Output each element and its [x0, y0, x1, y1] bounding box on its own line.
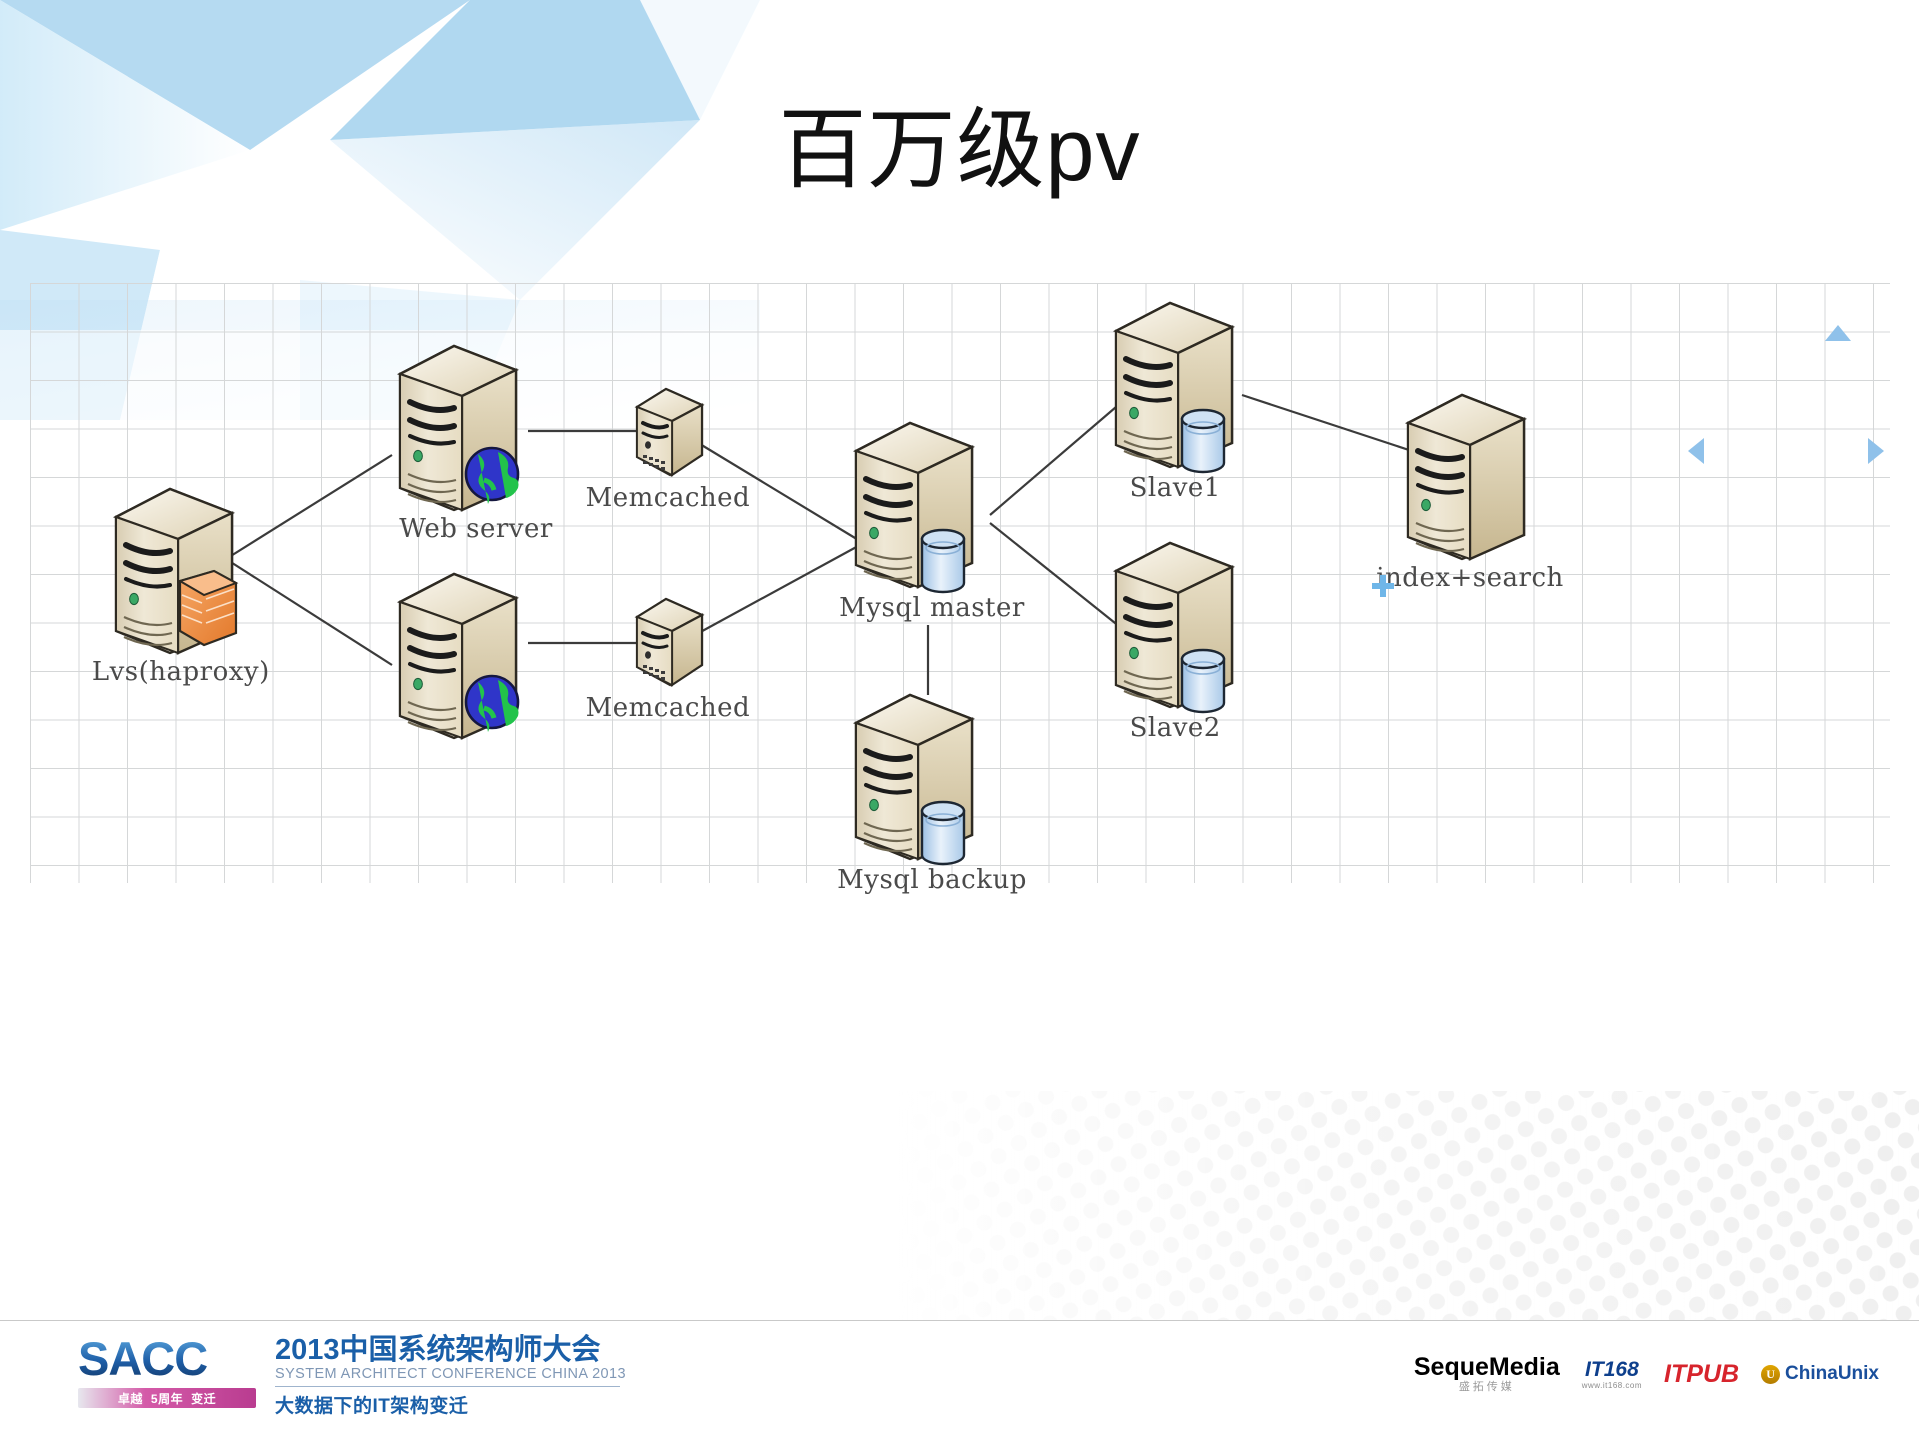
slide-title-cjk: 百万级 — [778, 98, 1046, 201]
node-slave1-label: Slave1 — [1129, 473, 1221, 503]
ribbon-mid-text: 5周年 — [150, 1391, 184, 1406]
node-lvs-label: Lvs(haproxy) — [91, 657, 270, 687]
ribbon-right-text: 变迁 — [191, 1391, 217, 1406]
node-memcached-2[interactable]: Memcached — [586, 593, 750, 723]
conference-subtitle: 大数据下的IT架构变迁 — [275, 1396, 469, 1418]
node-mysql-backup-label: Mysql backup — [837, 865, 1027, 895]
conference-title-cn: 2013中国系统架构师大会 — [275, 1334, 601, 1366]
database-cylinder-icon — [920, 528, 966, 594]
it168-url: www.it168.com — [1581, 1380, 1643, 1390]
pan-up-arrow-icon[interactable] — [1825, 325, 1851, 341]
conference-title-block: 2013中国系统架构师大会 SYSTEM ARCHITECT CONFERENC… — [275, 1335, 626, 1418]
sacc-anniversary-ribbon: 卓越 5周年 变迁 — [78, 1388, 256, 1408]
sacc-logo: SACC 卓越 5周年 变迁 — [78, 1335, 258, 1423]
sacc-logo-word: SACC — [78, 1335, 258, 1382]
node-index-search-label: index+search — [1376, 563, 1564, 593]
sequemedia-wordmark: SequeMedia — [1413, 1353, 1560, 1381]
node-memcached-1-label: Memcached — [585, 483, 751, 513]
footer-divider — [0, 1320, 1919, 1321]
node-mysql-master[interactable]: Mysql master — [839, 415, 1024, 623]
chinaunix-wordmark: ChinaUnix — [1785, 1363, 1879, 1384]
ribbon-left-text: 卓越 — [117, 1391, 143, 1406]
database-cylinder-icon — [1180, 648, 1226, 714]
footer: SACC 卓越 5周年 变迁 2013中国系统架构师大会 SYSTEM ARCH… — [0, 1321, 1919, 1439]
chinaunix-badge-icon: U — [1761, 1364, 1781, 1384]
node-web-server-label: Web server — [399, 514, 553, 544]
node-mysql-backup[interactable]: Mysql backup — [837, 687, 1026, 895]
firewall-icon — [177, 569, 239, 647]
database-cylinder-icon — [920, 800, 966, 866]
node-mysql-master-label: Mysql master — [839, 593, 1025, 623]
node-memcached-1[interactable]: Memcached — [586, 383, 750, 513]
globe-icon — [464, 446, 520, 504]
node-slave2-label: Slave2 — [1129, 713, 1221, 743]
slide-title: 百万级pv — [0, 103, 1919, 196]
node-web-server-1[interactable]: Web server — [392, 338, 552, 544]
node-web-server-2[interactable] — [392, 566, 532, 746]
partner-sequemedia-logo: SequeMedia 盛拓传媒 — [1414, 1355, 1560, 1393]
node-lvs[interactable]: Lvs(haproxy) — [92, 481, 269, 687]
diagram-canvas[interactable]: Lvs(haproxy) — [30, 283, 1890, 895]
conference-title-en: SYSTEM ARCHITECT CONFERENCE CHINA 2013 — [275, 1366, 626, 1383]
partner-it168-logo: IT168 www.it168.com — [1582, 1359, 1642, 1390]
partner-itpub-logo: ITPUB — [1664, 1359, 1740, 1388]
database-cylinder-icon — [1180, 408, 1226, 474]
partner-logos: SequeMedia 盛拓传媒 IT168 www.it168.com ITPU… — [1414, 1355, 1879, 1393]
conference-divider — [275, 1386, 620, 1388]
pan-right-arrow-icon[interactable] — [1868, 438, 1884, 464]
sequemedia-cn: 盛拓传媒 — [1458, 1381, 1515, 1393]
node-index-search[interactable]: index+search — [1372, 387, 1563, 597]
background-halftone-dots — [899, 1091, 1919, 1321]
slide-title-latin: pv — [1045, 100, 1141, 199]
node-memcached-2-label: Memcached — [585, 693, 751, 723]
it168-wordmark: IT168 — [1585, 1357, 1639, 1381]
node-slave2[interactable]: Slave2 — [1108, 535, 1248, 743]
diagram-edges — [225, 393, 1413, 695]
pan-left-arrow-icon[interactable] — [1688, 438, 1704, 464]
node-slave1[interactable]: Slave1 — [1108, 295, 1248, 503]
globe-icon — [464, 674, 520, 732]
partner-chinaunix-logo: U ChinaUnix — [1761, 1363, 1879, 1385]
